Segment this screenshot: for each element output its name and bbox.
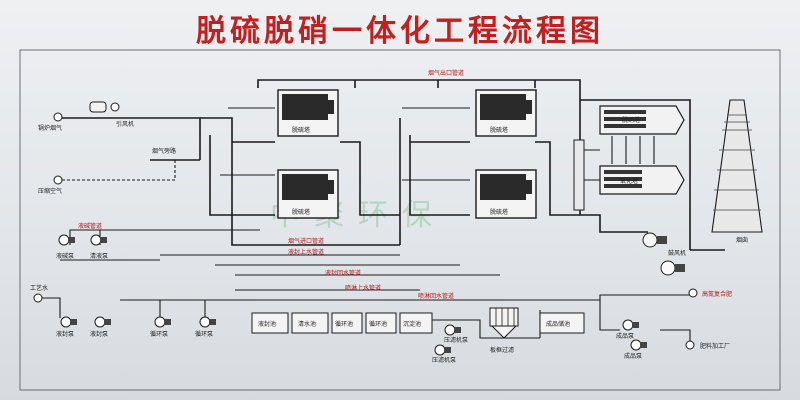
label-flue-inlet-pipe: 烟气进口管道 bbox=[288, 237, 324, 245]
label-recycle-pump: 循环泵 bbox=[150, 330, 168, 338]
label-spray-return-pipe: 喷淋回水管道 bbox=[418, 292, 454, 300]
desulf-tower-1 bbox=[277, 89, 339, 137]
label-filter-press: 板框过滤 bbox=[490, 346, 514, 354]
chimney bbox=[711, 99, 763, 233]
label-flue-bypass: 烟气旁路 bbox=[152, 147, 176, 155]
label-recycle-pump-2: 循环泵 bbox=[195, 330, 213, 338]
label-desulf-tower-2: 脱硫塔 bbox=[490, 126, 508, 134]
label-water-pump: 清液泵 bbox=[90, 252, 108, 260]
label-chimney: 烟囱 bbox=[736, 236, 748, 244]
label-liquid-seal-pump-2: 液封泵 bbox=[90, 330, 108, 338]
desulf-tower-4 bbox=[475, 169, 537, 219]
label-tank-settle: 沉淀池 bbox=[403, 320, 421, 328]
plant-outlet-icon bbox=[685, 340, 695, 350]
process-water-icon bbox=[33, 293, 43, 303]
label-filter-pump: 压滤机泵 bbox=[444, 336, 468, 344]
desulf-tower-3 bbox=[277, 169, 339, 219]
label-boiler-flue: 锅炉烟气 bbox=[38, 124, 62, 132]
label-product-pump-2: 成品泵 bbox=[624, 352, 642, 360]
label-plant: 肥料加工厂 bbox=[700, 342, 730, 350]
label-denitration-tower: 脱硝塔 bbox=[622, 116, 640, 124]
denitration-tower bbox=[599, 105, 685, 135]
pipe-network bbox=[35, 79, 725, 345]
label-liquid-seal-pump: 液封泵 bbox=[56, 330, 74, 338]
label-sealed-water-pipe: 液封上水管道 bbox=[288, 248, 324, 256]
label-finished-tank: 成品储池 bbox=[546, 320, 570, 328]
oxidation-tower bbox=[599, 136, 685, 195]
label-liquid-return-pipe: 喷淋上水管道 bbox=[345, 284, 381, 292]
induced-fan-icon bbox=[89, 101, 120, 113]
label-desulf-tower-1: 脱硫塔 bbox=[292, 126, 310, 134]
pump-icons bbox=[58, 234, 647, 356]
label-induced-fan: 引风机 bbox=[116, 120, 134, 128]
label-desulf-tower-4: 脱硫塔 bbox=[490, 208, 508, 216]
label-ammonia-pipe: 液碱管道 bbox=[78, 222, 102, 230]
label-flue-outlet-pipe: 烟气出口管道 bbox=[428, 69, 464, 77]
fertilizer-outlet-icon bbox=[688, 288, 698, 298]
label-fertilizer: 高氮复合肥 bbox=[702, 290, 732, 298]
frame bbox=[19, 49, 781, 391]
label-process-water: 工艺水 bbox=[30, 284, 48, 292]
label-compressed-air: 压缩空气 bbox=[38, 187, 62, 195]
label-oxidation-tower: 氧化塔 bbox=[620, 177, 638, 185]
filter-press bbox=[489, 307, 519, 339]
label-ammonia-pump: 液碱泵 bbox=[56, 252, 74, 260]
desulf-tower-2 bbox=[475, 89, 537, 137]
label-product-pump: 成品泵 bbox=[616, 332, 634, 340]
label-tank-recycle-2: 循环池 bbox=[369, 320, 387, 328]
diagram-title: 脱硫脱硝一体化工程流程图 bbox=[196, 14, 604, 49]
label-circulation-pipe: 液封回水管道 bbox=[325, 269, 361, 277]
label-blower: 鼓风机 bbox=[668, 249, 686, 257]
label-tank-seal: 液封池 bbox=[258, 320, 276, 328]
label-desulf-tower-3: 脱硫塔 bbox=[292, 208, 310, 216]
air-inlet-icon bbox=[53, 175, 63, 185]
boiler-inlet-icon bbox=[53, 112, 63, 122]
tank-row bbox=[251, 312, 585, 334]
mixer-column bbox=[573, 139, 585, 211]
label-tank-clear: 清水池 bbox=[298, 320, 316, 328]
blower-2 bbox=[660, 260, 685, 276]
label-filter-pump-2: 压滤机泵 bbox=[432, 356, 456, 364]
label-tank-recycle: 循环池 bbox=[335, 320, 353, 328]
blower-1 bbox=[642, 232, 667, 248]
